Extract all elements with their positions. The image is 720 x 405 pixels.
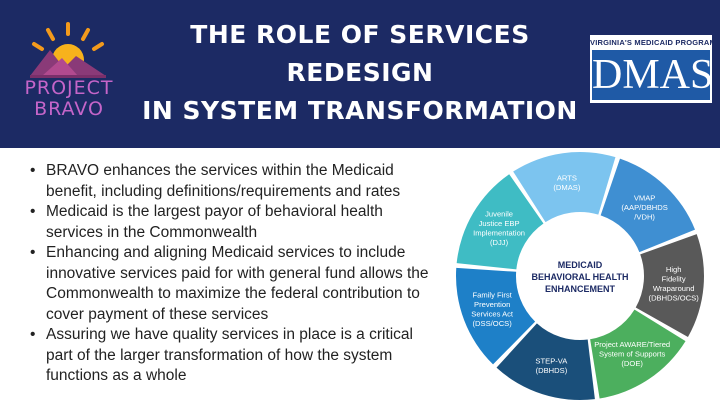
bravo-logo-icon — [30, 22, 106, 78]
page-title: THE ROLE OF SERVICES REDESIGN IN SYSTEM … — [130, 16, 590, 130]
ring-segment-juvenile-justice — [456, 174, 544, 270]
ring-segment-arts — [513, 152, 616, 223]
logo-text-line: PROJECT — [24, 77, 114, 99]
ring-label-step-va: STEP-VA(DBHDS) — [535, 356, 568, 375]
title-line: REDESIGN — [286, 58, 434, 87]
ring-label-vmap: VMAP(AAP/DBHDS/VDH) — [621, 194, 667, 222]
bullet-item: Assuring we have quality services in pla… — [30, 325, 430, 387]
bullet-list: BRAVO enhances the services within the M… — [30, 161, 430, 387]
header-banner: PROJECT BRAVO THE ROLE OF SERVICES REDES… — [0, 0, 720, 148]
logo-text: PROJECT BRAVO — [14, 78, 124, 120]
dmas-program-label: VIRGINIA'S MEDICAID PROGRAM — [590, 38, 716, 47]
ring-segment-project-aware — [590, 309, 686, 399]
ring-center — [518, 214, 642, 338]
dmas-wordmark: DMAS — [592, 52, 714, 98]
logo-text-line: BRAVO — [34, 98, 104, 120]
ring-segment-vmap — [600, 158, 696, 253]
ring-label-arts: ARTS(DMAS) — [553, 174, 580, 193]
ring-segment-family-first — [456, 267, 536, 365]
bullet-item: Enhancing and aligning Medicaid services… — [30, 243, 430, 325]
bullet-item: BRAVO enhances the services within the M… — [30, 161, 430, 202]
title-line: THE ROLE OF SERVICES — [190, 20, 530, 49]
bullet-item: Medicaid is the largest payor of behavio… — [30, 202, 430, 243]
ring-segment-step-va — [496, 323, 595, 400]
dmas-wordmark-box: DMAS — [592, 50, 714, 100]
title-line: IN SYSTEM TRANSFORMATION — [142, 96, 578, 125]
dmas-logo: VIRGINIA'S MEDICAID PROGRAM DMAS — [590, 35, 716, 103]
ring-segment-high-fidelity — [635, 234, 704, 338]
